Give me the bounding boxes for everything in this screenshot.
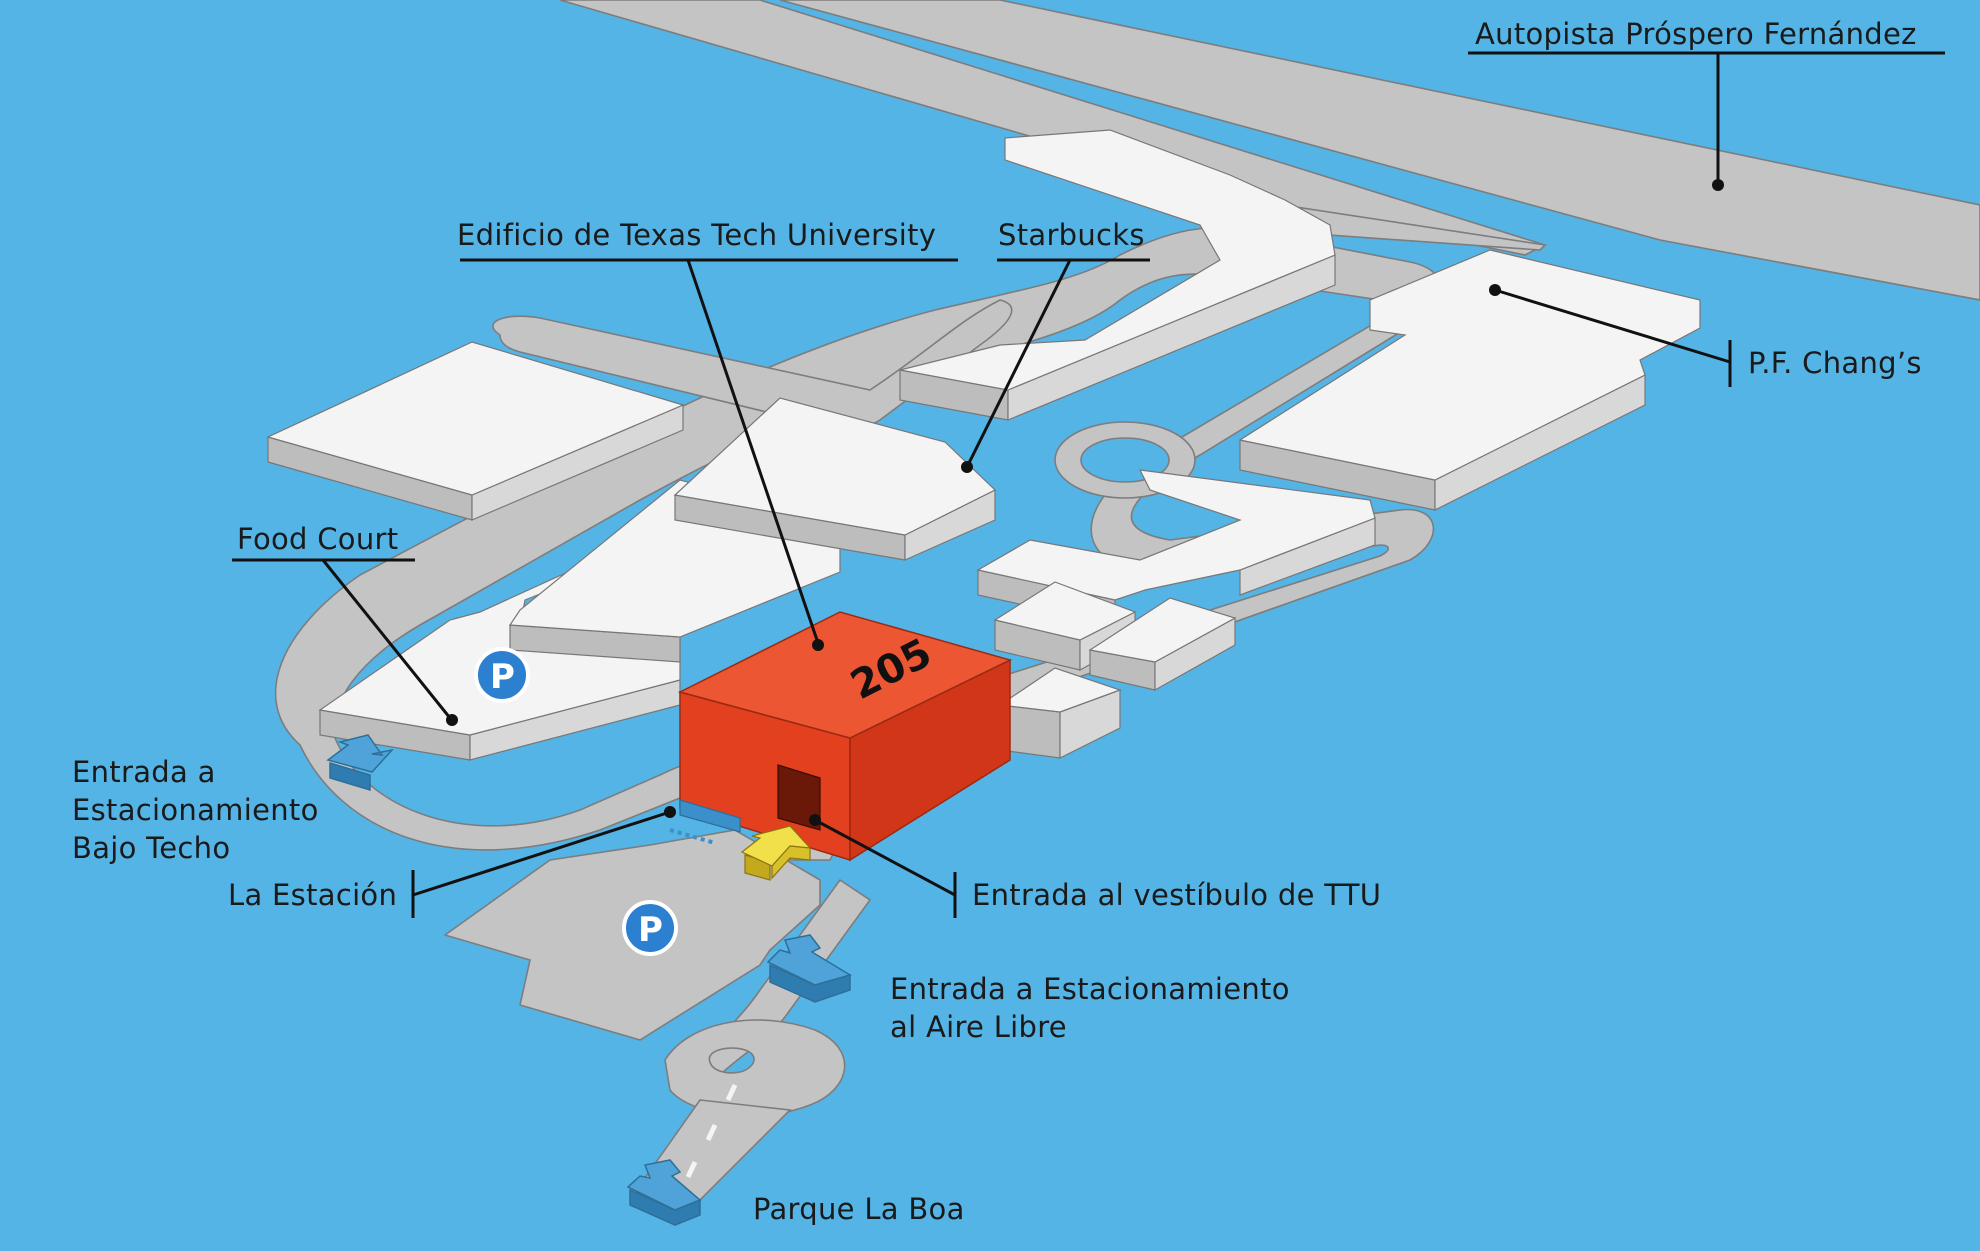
open-parking-entrance-arrow (766, 934, 852, 1003)
label-parque-la-boa[interactable]: Parque La Boa (753, 1192, 965, 1226)
label-covered-parking-3[interactable]: Bajo Techo (72, 831, 230, 865)
buildings (266, 129, 1701, 761)
svg-text:P: P (490, 657, 515, 697)
building-starbucks (673, 397, 997, 561)
svg-text:P: P (638, 910, 663, 950)
highway (559, 0, 1980, 301)
building-small-2 (1088, 597, 1237, 692)
leader-lines (232, 51, 1945, 918)
label-covered-parking-1[interactable]: Entrada a (72, 755, 216, 789)
covered-parking-entrance-arrow (326, 734, 395, 792)
parking-icon-food-court: P (474, 647, 530, 703)
label-covered-parking-2[interactable]: Estacionamiento (72, 793, 319, 827)
building-small-3 (998, 667, 1122, 759)
building-205[interactable]: 205 (677, 611, 1013, 862)
label-starbucks[interactable]: Starbucks (998, 218, 1145, 252)
label-ttu-building[interactable]: Edificio de Texas Tech University (457, 218, 936, 252)
label-ttu-lobby[interactable]: Entrada al vestíbulo de TTU (972, 878, 1381, 912)
label-open-parking-2[interactable]: al Aire Libre (890, 1010, 1067, 1044)
label-la-estacion[interactable]: La Estación (228, 878, 397, 912)
ttu-lobby-arrow (740, 825, 812, 881)
building-curved-top (899, 129, 1336, 421)
la-estacion-platform (669, 799, 741, 845)
label-pf-changs[interactable]: P.F. Chang’s (1748, 346, 1922, 380)
building-pf-changs (1238, 249, 1701, 511)
parking-icon-open-lot: P (622, 900, 678, 956)
label-highway[interactable]: Autopista Próspero Fernández (1475, 17, 1917, 51)
map-labels: Autopista Próspero Fernández Edificio de… (72, 17, 1922, 1226)
label-open-parking-1[interactable]: Entrada a Estacionamiento (890, 972, 1290, 1006)
label-food-court[interactable]: Food Court (237, 522, 398, 556)
parque-la-boa-entrance-arrow (626, 1159, 702, 1226)
building-top-left (266, 341, 685, 521)
building-food-court (318, 461, 852, 761)
